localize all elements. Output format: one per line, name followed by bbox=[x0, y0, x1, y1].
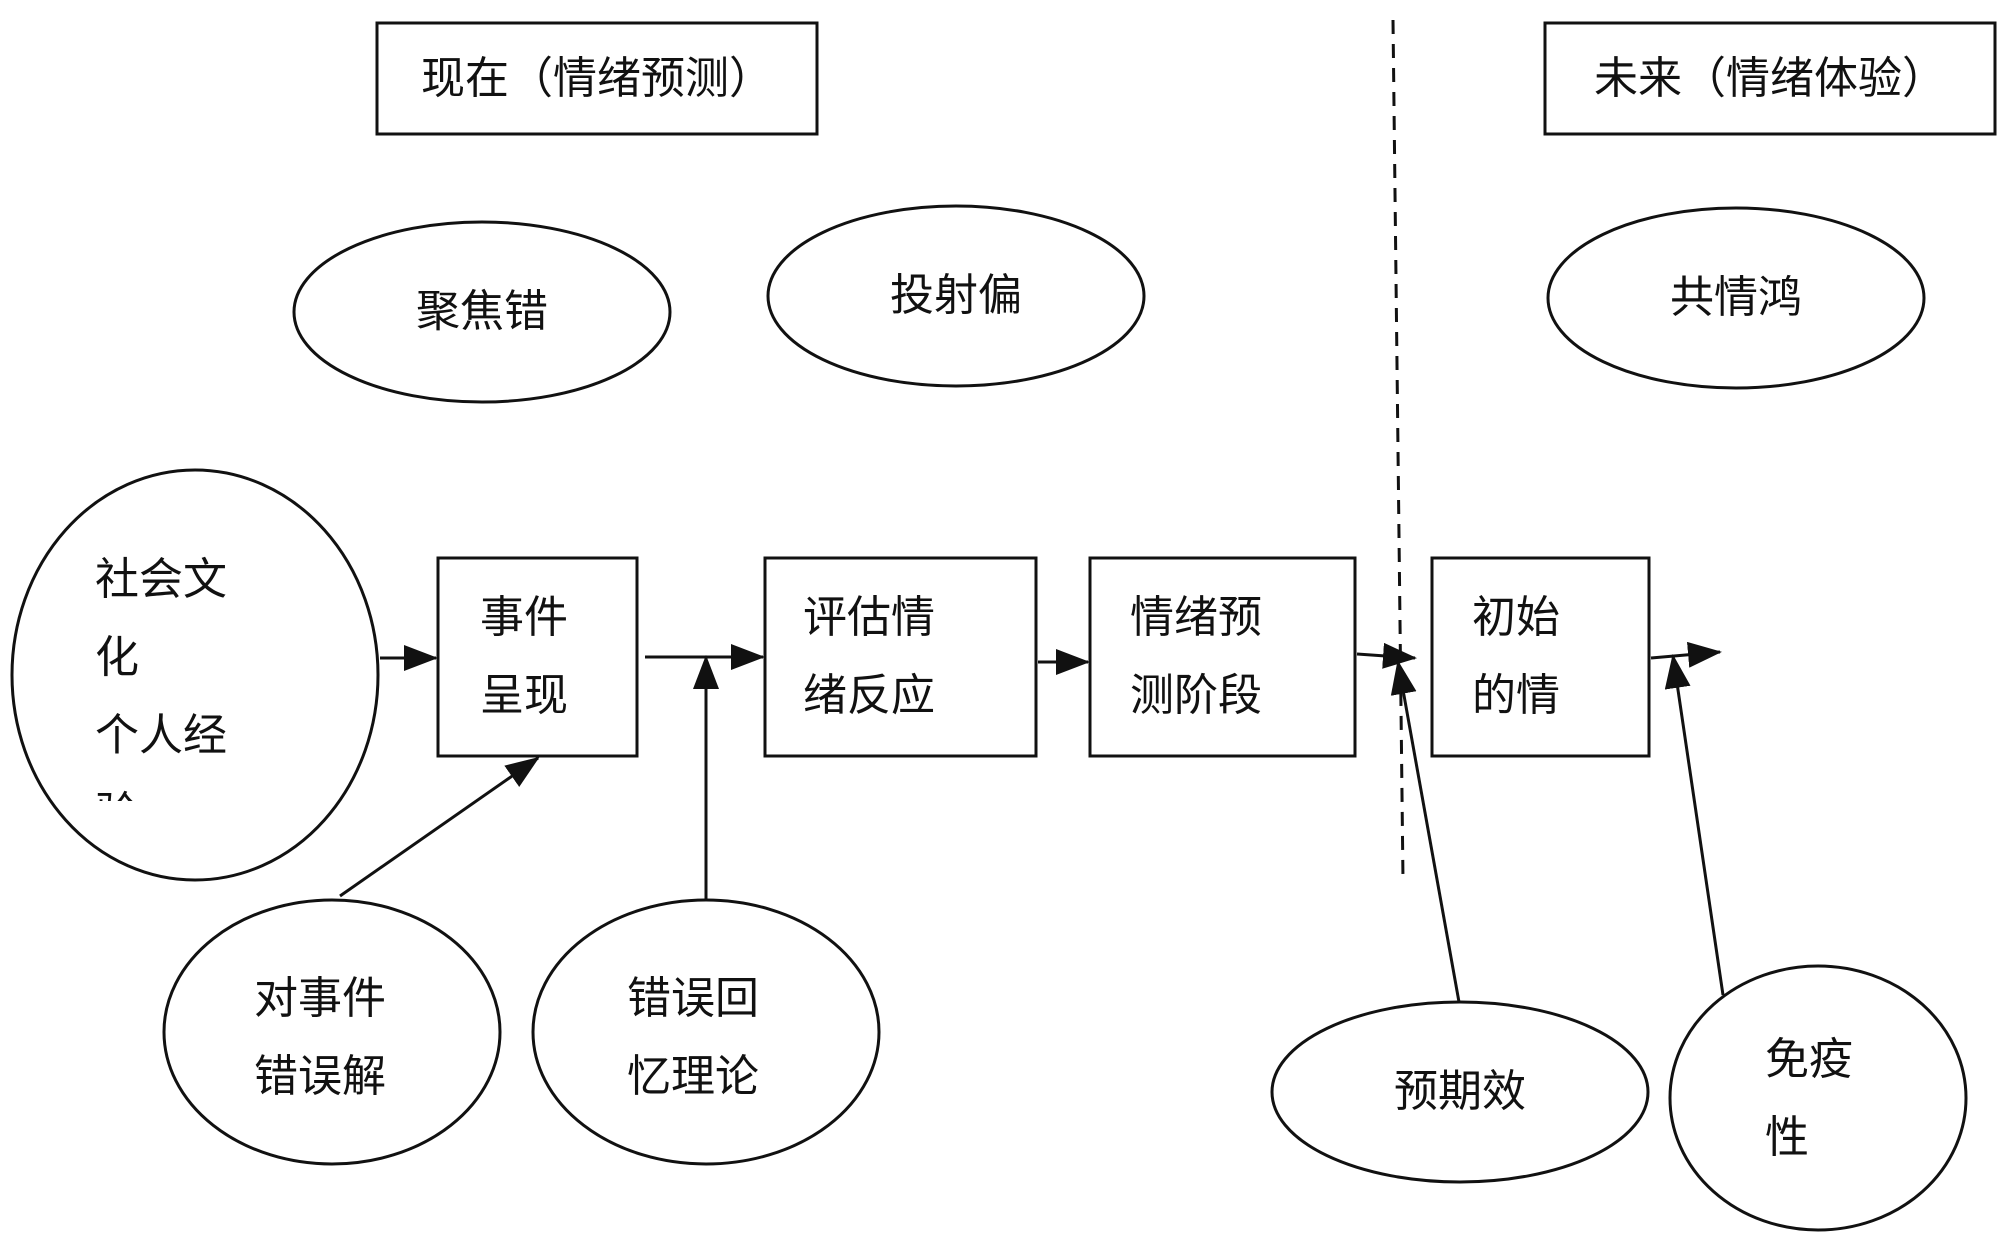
initial-line-1: 初始 bbox=[1472, 592, 1560, 643]
sociocultural-line-2: 化 bbox=[95, 632, 139, 683]
immune-line-1: 免疫 bbox=[1765, 1034, 1853, 1085]
initial-emotion-box bbox=[1430, 556, 1651, 758]
expectation-label: 预期效 bbox=[1394, 1066, 1526, 1117]
memory-line-2: 忆理论 bbox=[627, 1051, 759, 1102]
future-header-box bbox=[1543, 21, 1997, 136]
sociocultural-line-4: 验 bbox=[95, 775, 139, 801]
event-line-1: 事件 bbox=[480, 592, 568, 643]
sociocultural-text-area: 社会文 化 个人经 验 bbox=[95, 541, 315, 801]
forecast-line-1: 情绪预 bbox=[1130, 592, 1262, 643]
focusing-ellipse bbox=[292, 220, 672, 404]
initial-to-next-arrow bbox=[1650, 641, 1722, 668]
projection-ellipse bbox=[766, 204, 1146, 388]
appraisal-box bbox=[763, 556, 1038, 758]
empathy-label: 共情鸿 bbox=[1670, 272, 1802, 323]
misconstrual-ellipse bbox=[162, 898, 502, 1166]
present-header-box bbox=[375, 21, 819, 136]
immune-to-flow-arrow bbox=[1664, 654, 1725, 996]
event-box bbox=[436, 556, 639, 758]
immune-line-2: 性 bbox=[1765, 1112, 1809, 1163]
expectation-to-flow-arrow bbox=[1390, 660, 1461, 1003]
forecast-box bbox=[1088, 556, 1357, 758]
future-header-label: 未来（情绪体验） bbox=[1594, 53, 1946, 104]
sociocultural-line-3: 个人经 bbox=[95, 710, 227, 761]
sociocultural-circle bbox=[10, 468, 380, 882]
initial-line-2: 的情 bbox=[1472, 670, 1560, 721]
expectation-ellipse bbox=[1270, 1000, 1650, 1184]
event-line-2: 呈现 bbox=[480, 670, 568, 721]
focusing-label: 聚焦错 bbox=[416, 286, 548, 337]
memory-line-1: 错误回 bbox=[627, 973, 759, 1024]
misconstrual-line-1: 对事件 bbox=[254, 973, 386, 1024]
immune-ellipse bbox=[1668, 964, 1968, 1232]
sociocultural-line-1: 社会文 bbox=[95, 554, 227, 605]
misconstrual-to-event-arrow bbox=[339, 756, 540, 898]
forecast-to-initial-arrow bbox=[1356, 642, 1417, 669]
appraisal-line-2: 绪反应 bbox=[803, 670, 935, 721]
empathy-ellipse bbox=[1546, 206, 1926, 390]
misconstrual-line-2: 错误解 bbox=[254, 1051, 386, 1102]
projection-label: 投射偏 bbox=[890, 270, 1022, 321]
forecast-line-2: 测阶段 bbox=[1130, 670, 1262, 721]
time-divider-line bbox=[1391, 19, 1405, 881]
present-header-label: 现在（情绪预测） bbox=[421, 53, 773, 104]
appraisal-line-1: 评估情 bbox=[803, 592, 935, 643]
